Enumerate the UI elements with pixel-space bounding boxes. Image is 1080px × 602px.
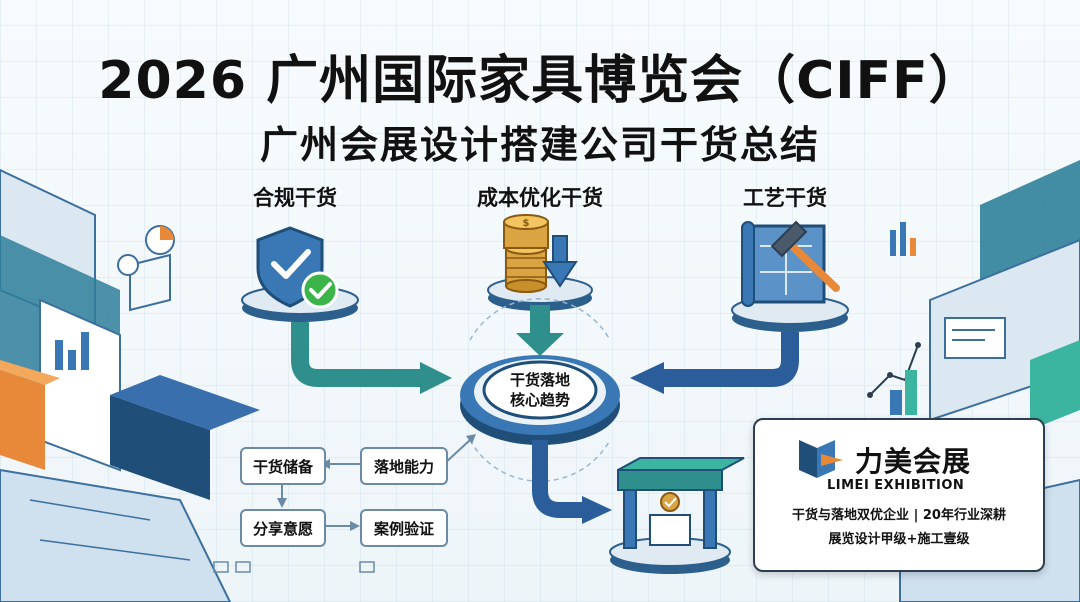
left-decoration (0, 168, 260, 602)
flow-connectors (277, 434, 476, 531)
brand-name: 力美会展 (855, 445, 972, 478)
down-arrow-icon (542, 235, 578, 288)
core-label-line1: 干货落地 (509, 371, 570, 389)
brand-card: 力美会展 LIMEI EXHIBITION 干货与落地双优企业 | 20年行业深… (753, 418, 1045, 572)
flow-arrow-right (630, 332, 799, 394)
booth-icon (609, 457, 745, 574)
core-label: 干货落地 核心趋势 (490, 370, 590, 410)
brand-tagline-2: 展览设计甲级+施工壹级 (828, 532, 970, 547)
flow-box-willingness: 分享意愿 (240, 509, 326, 547)
flow-arrow-left (291, 322, 452, 394)
category-cost: 成本优化干货 (477, 186, 603, 210)
brand-english: LIMEI EXHIBITION (827, 478, 965, 493)
core-hub (460, 298, 620, 482)
svg-text:$: $ (523, 218, 530, 229)
core-label-line2: 核心趋势 (509, 391, 570, 409)
logo-icon (799, 440, 843, 478)
category-craft: 工艺干货 (743, 186, 827, 210)
coin-stack-icon: $ (503, 214, 549, 293)
flow-arrow-top (516, 305, 564, 356)
flow-arrow-bottom (532, 440, 612, 524)
guide-marks (213, 561, 375, 573)
flow-box-case: 案例验证 (360, 509, 448, 547)
page-title: 2026 广州国际家具博览会（CIFF） (98, 51, 982, 111)
flow-box-reserve: 干货储备 (240, 447, 326, 485)
page-subtitle: 广州会展设计搭建公司干货总结 (259, 123, 820, 167)
flow-box-ability: 落地能力 (360, 447, 448, 485)
brand-tagline-1: 干货与落地双优企业 | 20年行业深耕 (792, 508, 1006, 523)
category-compliance: 合规干货 (253, 186, 337, 210)
shield-check-icon (256, 226, 339, 309)
hammer-icon (770, 220, 840, 292)
